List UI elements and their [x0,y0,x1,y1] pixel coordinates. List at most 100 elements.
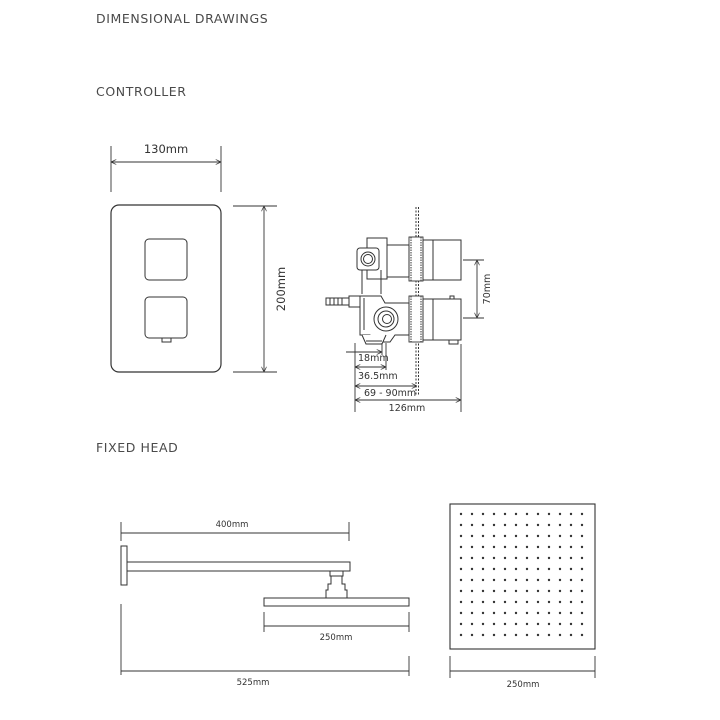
nozzle-dot [558,600,562,604]
nozzle-dot [481,545,485,549]
nozzle-dot [492,600,496,604]
nozzle-dot [481,512,485,516]
controller-spacing-label: 70mm [482,274,493,305]
nozzle-dot [459,600,463,604]
nozzle-dot [558,534,562,538]
nozzle-dot [547,534,551,538]
nozzle-dot [481,600,485,604]
nozzle-dot [569,523,573,527]
nozzle-dot [492,567,496,571]
nozzle-dot [503,534,507,538]
nozzle-dot [547,556,551,560]
nozzle-dot [547,589,551,593]
nozzle-dot [459,556,463,560]
nozzle-dot [525,523,529,527]
nozzle-dot [525,512,529,516]
nozzle-dot [558,578,562,582]
nozzle-dot [514,534,518,538]
nozzle-dot [481,556,485,560]
nozzle-dot [569,611,573,615]
nozzle-dot [503,589,507,593]
nozzle-dot [536,545,540,549]
controller-depth-label-1: 18mm [358,353,389,364]
nozzle-dot [580,523,584,527]
nozzle-dot [547,578,551,582]
nozzle-dot [503,545,507,549]
nozzle-dot [558,611,562,615]
fixed-head-top-view [449,503,596,678]
nozzle-dot [558,567,562,571]
nozzle-dot [569,633,573,637]
nozzle-dot [580,578,584,582]
nozzle-dot [503,556,507,560]
nozzle-dot [470,611,474,615]
nozzle-dot [514,523,518,527]
nozzle-dot [459,611,463,615]
nozzle-dot [470,545,474,549]
nozzle-dot [492,611,496,615]
nozzle-dot [514,578,518,582]
nozzle-dot [492,622,496,626]
nozzle-dot [492,578,496,582]
page-title: DIMENSIONAL DRAWINGS [96,11,269,26]
nozzle-dot [547,545,551,549]
nozzle-dot [569,512,573,516]
nozzle-dot [580,633,584,637]
nozzle-dot [580,556,584,560]
head-width-label: 250mm [320,633,353,643]
nozzle-dot [580,589,584,593]
nozzle-dot [558,556,562,560]
controller-height-label: 200mm [274,267,288,311]
nozzle-dot [503,611,507,615]
nozzle-dot [569,556,573,560]
fixed-head-side-view [120,522,410,676]
nozzle-dot [514,600,518,604]
nozzle-dot [580,512,584,516]
nozzle-dot [492,534,496,538]
nozzle-dot [558,523,562,527]
nozzle-dot [481,589,485,593]
nozzle-dot [547,600,551,604]
nozzle-dot [580,611,584,615]
nozzle-dot [536,534,540,538]
nozzle-dot [536,589,540,593]
nozzle-dot [481,611,485,615]
nozzle-dot [459,534,463,538]
nozzle-dot [525,633,529,637]
nozzle-dot [536,611,540,615]
nozzle-dot [470,633,474,637]
nozzle-dot [569,589,573,593]
nozzle-dot [569,545,573,549]
nozzle-dot [481,567,485,571]
nozzle-dot [470,578,474,582]
nozzle-dot [525,589,529,593]
nozzle-dot [558,622,562,626]
nozzle-dot [558,545,562,549]
controller-side-view [325,207,484,412]
nozzle-dot [580,600,584,604]
head-size-label: 250mm [507,680,540,690]
controller-front-view [110,146,277,373]
nozzle-dot [525,567,529,571]
nozzle-dot [569,534,573,538]
nozzle-dot [525,622,529,626]
controller-depth-label-2: 36.5mm [358,371,398,382]
nozzle-dot [503,633,507,637]
nozzle-dot [492,633,496,637]
nozzle-dot [470,534,474,538]
nozzle-dot [569,567,573,571]
nozzle-dot [514,611,518,615]
nozzle-dot [503,523,507,527]
nozzle-dot [536,523,540,527]
nozzle-dot [569,600,573,604]
nozzle-dot [481,534,485,538]
nozzle-dot [580,567,584,571]
nozzle-dot [547,622,551,626]
nozzle-dot [558,589,562,593]
nozzle-dot [459,622,463,626]
nozzle-dot [492,512,496,516]
nozzle-dot [459,512,463,516]
nozzle-dot [459,578,463,582]
nozzle-dot [470,600,474,604]
